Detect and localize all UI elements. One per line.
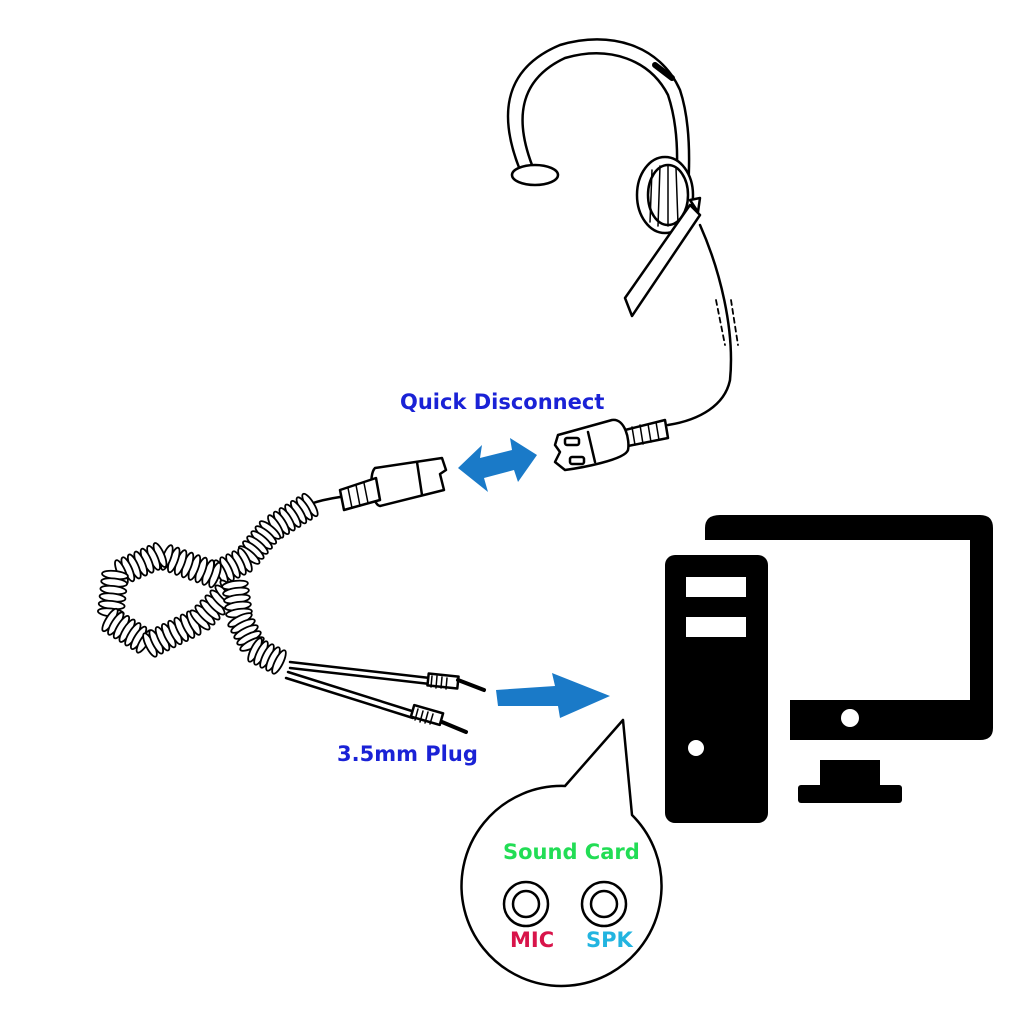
spk-label: SPK — [586, 928, 633, 952]
double-arrow-icon — [458, 438, 537, 492]
plug-label: 3.5mm Plug — [337, 742, 478, 766]
monitor-icon — [705, 515, 993, 803]
audio-plug-1 — [426, 672, 486, 692]
audio-jack-spk — [580, 880, 628, 928]
audio-plug-2 — [409, 703, 468, 734]
coil-ring — [271, 649, 287, 675]
qd-connector-headset — [553, 418, 670, 472]
audio-jack-mic — [502, 880, 550, 928]
plug-cables — [284, 660, 486, 734]
headset-icon — [506, 38, 739, 427]
computer-tower-icon — [665, 555, 768, 823]
sound-card-label: Sound Card — [503, 840, 640, 864]
mic-label: MIC — [510, 928, 555, 952]
coiled-cord-icon — [97, 492, 319, 675]
right-arrow-icon — [496, 673, 610, 718]
quick-disconnect-label: Quick Disconnect — [400, 390, 605, 414]
